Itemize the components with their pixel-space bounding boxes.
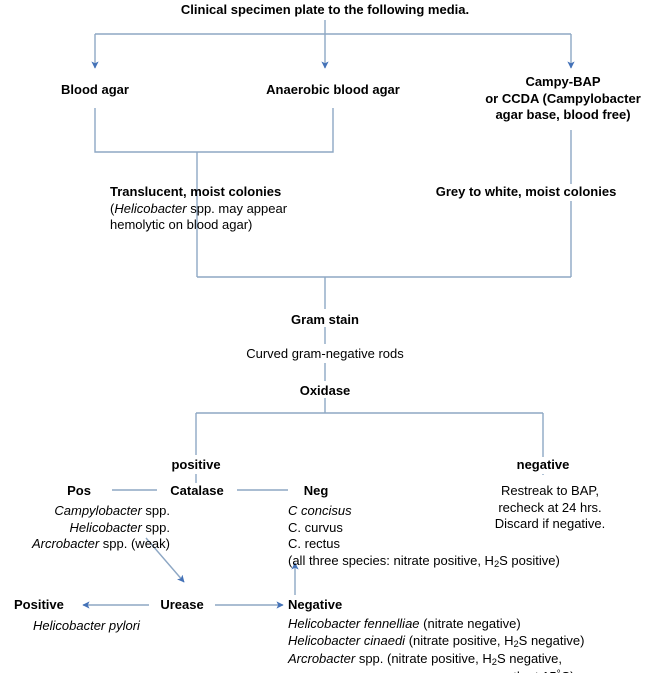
note-sub: 2	[493, 558, 500, 569]
restreak-line-1: Restreak to BAP,	[500, 483, 600, 498]
list-item: Arcrobacter spp. (weak)	[0, 536, 170, 553]
node-anaerobic-blood-agar: Anaerobic blood agar	[266, 82, 400, 97]
list-item: Campylobacter spp.	[0, 503, 170, 520]
list-item: Helicobacter fennelliae (nitrate negativ…	[288, 616, 584, 633]
restreak-line-3: Discard if negative.	[494, 516, 606, 532]
translucent-note-line-1: (Helicobacter spp. may appear	[110, 200, 288, 216]
species-genus: Campylobacter	[54, 503, 142, 518]
note-post: S positive)	[499, 552, 560, 568]
species-note-post: S negative,	[496, 650, 563, 666]
node-urease-negative: Negative	[288, 597, 343, 614]
catalase-pos-species-list: Campylobacter spp. Helicobacter spp. Arc…	[0, 503, 170, 553]
page-title: Clinical specimen plate to the following…	[180, 2, 470, 17]
list-item: C. rectus	[288, 536, 341, 552]
urease-negative-species-list: Helicobacter fennelliae (nitrate negativ…	[288, 616, 584, 673]
growth-pre: growth at 15	[485, 669, 557, 673]
species-sub: 2	[513, 638, 519, 649]
list-item: C. curvus	[288, 519, 343, 535]
species-note-post: S negative)	[518, 632, 585, 648]
species-genus: Helicobacter	[69, 519, 142, 535]
translucent-note-genus: Helicobacter	[114, 200, 187, 216]
catalase-neg-note: (all three species: nitrate positive, H2…	[288, 553, 560, 571]
node-oxidase-negative: negative	[493, 457, 593, 474]
translucent-heading: Translucent, moist colonies	[110, 184, 282, 199]
node-campy-bap: Campy-BAP or CCDA (Campylobacter agar ba…	[476, 74, 650, 124]
node-oxidase: Oxidase	[299, 383, 351, 398]
species-sub: 2	[491, 656, 497, 667]
species-rest: spp.	[141, 503, 170, 518]
node-catalase-neg: Neg	[288, 483, 344, 500]
urease-positive-species: Helicobacter pylori	[33, 618, 140, 633]
urease-negative-last-line: growth at 15°C)	[288, 669, 584, 673]
note-pre: (all three species: nitrate positive, H	[288, 552, 494, 568]
node-translucent-colonies: Translucent, moist colonies (Helicobacte…	[110, 184, 287, 234]
species-genus: Helicobacter cinaedi	[288, 632, 406, 648]
species-note: (nitrate positive, H	[405, 632, 514, 648]
species-rest: spp. (weak)	[99, 536, 170, 552]
species-note: spp. (nitrate positive, H	[355, 650, 492, 666]
species-note: (nitrate negative)	[419, 616, 521, 631]
species-rest: spp.	[141, 519, 170, 535]
campy-bap-line-1: Campy-BAP	[525, 74, 601, 89]
node-catalase-pos: Pos	[46, 483, 112, 500]
node-restreak-instructions: Restreak to BAP, recheck at 24 hrs. Disc…	[460, 483, 640, 533]
degree-symbol: °	[557, 669, 561, 673]
node-oxidase-positive: positive	[146, 457, 246, 474]
node-urease: Urease	[150, 597, 214, 614]
list-item: Arcrobacter spp. (nitrate positive, H2S …	[288, 651, 584, 669]
list-item: Helicobacter cinaedi (nitrate positive, …	[288, 633, 584, 651]
node-urease-positive: Positive	[14, 597, 64, 614]
node-gram-stain: Gram stain	[291, 312, 359, 327]
list-item: Helicobacter spp.	[0, 520, 170, 537]
species-genus: Helicobacter fennelliae	[288, 616, 420, 631]
campy-bap-line-3: agar base, blood free)	[495, 107, 631, 123]
node-curved-gram-negative-rods: Curved gram-negative rods	[225, 346, 425, 363]
species-genus: Arcrobacter	[288, 650, 356, 666]
species-genus: Arcrobacter	[31, 536, 100, 552]
campy-bap-line-2: or CCDA (Campylobacter	[485, 90, 641, 106]
list-item: C concisus	[288, 503, 352, 518]
node-blood-agar: Blood agar	[61, 82, 129, 97]
translucent-note-rest: spp. may appear	[186, 200, 288, 216]
translucent-note-line-2: hemolytic on blood agar)	[110, 217, 253, 233]
node-catalase: Catalase	[157, 483, 237, 500]
restreak-line-2: recheck at 24 hrs.	[498, 499, 602, 515]
catalase-neg-species-list: C concisus C. curvus C. rectus (all thre…	[288, 503, 560, 571]
node-grey-to-white-colonies: Grey to white, moist colonies	[410, 184, 642, 201]
growth-post: C)	[561, 669, 575, 673]
